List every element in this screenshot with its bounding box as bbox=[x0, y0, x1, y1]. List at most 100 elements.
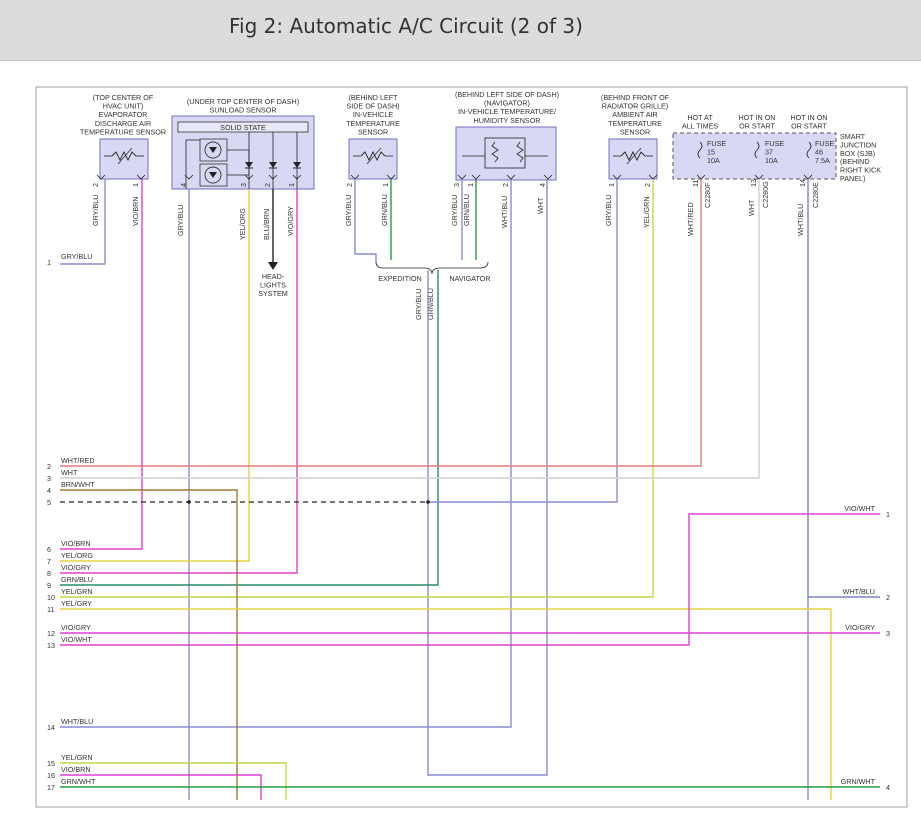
invehicle-pin-number: 1 bbox=[381, 183, 390, 187]
photodiode-symbol bbox=[209, 172, 217, 178]
vertical-wire-label: WHT/BLU bbox=[500, 196, 509, 228]
left-pin-number: 9 bbox=[47, 581, 51, 590]
title-bar: Fig 2: Automatic A/C Circuit (2 of 3) bbox=[0, 0, 921, 61]
sjb-caption: BOX (SJB) bbox=[840, 149, 875, 158]
left-wire-label: YEL/ORG bbox=[61, 551, 93, 560]
left-pin-number: 2 bbox=[47, 462, 51, 471]
solid-state-bar bbox=[177, 121, 309, 133]
left-wire-label: WHT/RED bbox=[61, 456, 95, 465]
vertical-wire-label: GRN/BLU bbox=[462, 194, 471, 226]
fuse-37-label: FUSE bbox=[765, 139, 784, 148]
sunload-pin-number: 1 bbox=[287, 183, 296, 187]
vertical-wire-label: WHT/RED bbox=[686, 202, 695, 236]
wire-gry-blu-exp bbox=[354, 179, 377, 262]
humidity-sensor-box bbox=[455, 126, 557, 181]
splice-dot bbox=[187, 500, 191, 504]
left-pin-number: 17 bbox=[47, 783, 55, 792]
sunload-pin-icon bbox=[244, 174, 254, 180]
left-wire-label: YEL/GRN bbox=[61, 753, 93, 762]
left-wire-label: VIO/BRN bbox=[61, 539, 91, 548]
evap-sensor-caption: (TOP CENTER OF bbox=[93, 93, 154, 102]
ambient-sensor-caption: TEMPERATURE bbox=[608, 119, 662, 128]
left-pin-number: 8 bbox=[47, 569, 51, 578]
vertical-wire-label: YEL/GRN bbox=[642, 196, 651, 228]
humidity-resistor-icon bbox=[516, 141, 524, 163]
wire-vio-gry-8 bbox=[60, 189, 298, 574]
photodiode-symbol bbox=[209, 147, 217, 153]
evap-sensor-caption: HVAC UNIT) bbox=[103, 102, 144, 111]
wire-grn-blu-9 bbox=[60, 270, 439, 586]
left-pin-number: 4 bbox=[47, 486, 51, 495]
humidity-pin-number: 3 bbox=[452, 183, 461, 187]
left-wire-label: YEL/GRN bbox=[61, 587, 93, 596]
wire-wht-blu-r2 bbox=[807, 179, 880, 598]
fuse-15-icon bbox=[697, 141, 703, 159]
evap-pin-icon bbox=[136, 174, 146, 180]
humidity-sensor-caption: IN-VEHICLE TEMPERATURE/ bbox=[458, 107, 556, 116]
thermistor-arrow bbox=[366, 147, 382, 165]
left-pin-number: 5 bbox=[47, 498, 51, 507]
evap-sensor-box bbox=[99, 138, 149, 180]
hot-at-all-times-label: ALL TIMES bbox=[682, 122, 719, 131]
hot-in-on-label: HOT IN ON bbox=[738, 113, 775, 122]
vertical-wire-label: GRY/BLU bbox=[91, 195, 100, 226]
vertical-wire-label: GRN/BLU bbox=[426, 288, 435, 320]
invehicle-sensor-caption: IN-VEHICLE bbox=[353, 110, 394, 119]
hot-in-on-label: OR START bbox=[791, 122, 827, 131]
vertical-wire-label: GRY/BLU bbox=[344, 195, 353, 226]
wire-wht-red-2 bbox=[60, 179, 702, 467]
vertical-wire-label: VIO/GRY bbox=[286, 206, 295, 236]
sunload-sensor-caption: SUNLOAD SENSOR bbox=[209, 106, 276, 115]
vertical-wire-label: YEL/ORG bbox=[238, 208, 247, 240]
left-pin-number: 7 bbox=[47, 557, 51, 566]
invehicle-sensor-caption: (BEHIND LEFT bbox=[348, 93, 398, 102]
sjb-caption: PANEL) bbox=[840, 174, 865, 183]
sunload-pin-number: 4 bbox=[179, 183, 188, 187]
humidity-resistor-icon bbox=[491, 141, 499, 163]
headlights-arrow-icon bbox=[268, 262, 278, 270]
ambient-sensor-box bbox=[608, 138, 658, 180]
thermistor-arrow bbox=[626, 147, 642, 165]
photodiode-icon bbox=[204, 166, 222, 184]
ambient-sensor-caption: RADIATOR GRILLE) bbox=[602, 102, 668, 111]
sunload-pin-icon bbox=[292, 174, 302, 180]
evap-pin-number: 2 bbox=[91, 183, 100, 187]
page-title: Fig 2: Automatic A/C Circuit (2 of 3) bbox=[229, 14, 583, 38]
left-wire-label: GRN/BLU bbox=[61, 575, 93, 584]
sunload-sensor-caption: (UNDER TOP CENTER OF DASH) bbox=[187, 97, 299, 106]
humidity-pin-number: 2 bbox=[501, 183, 510, 187]
hot-at-all-times-label: HOT AT bbox=[687, 113, 713, 122]
humidity-sensor-caption: HUMIDITY SENSOR bbox=[474, 116, 541, 125]
wire-wht-blu-14 bbox=[60, 180, 512, 728]
fuse-37-label: 37 bbox=[765, 148, 773, 157]
evap-pin-icon bbox=[96, 174, 106, 180]
sjb-caption: JUNCTION bbox=[840, 140, 876, 149]
humidity-pin-number: 1 bbox=[466, 183, 475, 187]
wire-yel-gry-11 bbox=[60, 608, 832, 800]
wire-vio-wht-13 bbox=[60, 513, 880, 646]
left-pin-number: 14 bbox=[47, 723, 55, 732]
vertical-wire-label: WHT bbox=[747, 199, 756, 216]
wire-yel-org-7 bbox=[60, 189, 250, 562]
vehicle-brace bbox=[375, 261, 489, 275]
fuse-46-label: 7.5A bbox=[815, 156, 830, 165]
fuse-15-label: 10A bbox=[707, 156, 720, 165]
left-pin-number: 10 bbox=[47, 593, 55, 602]
right-wire-label: GRN/WHT bbox=[841, 777, 876, 786]
sjb-pin-number: 11 bbox=[691, 180, 700, 187]
sunload-pin-icon bbox=[184, 174, 194, 180]
left-wire-label: WHT/BLU bbox=[61, 717, 93, 726]
navigator-label: NAVIGATOR bbox=[449, 274, 490, 283]
left-pin-number: 16 bbox=[47, 771, 55, 780]
headlights-system-label: LIGHTS bbox=[260, 281, 286, 290]
humidity-element bbox=[484, 137, 526, 169]
fuse-37-label: 10A bbox=[765, 156, 778, 165]
splice-dot bbox=[426, 500, 430, 504]
ambient-pin-number: 1 bbox=[607, 183, 616, 187]
sjb-caption: (BEHIND bbox=[840, 157, 870, 166]
wire-wht-3 bbox=[60, 179, 760, 479]
right-pin-number: 3 bbox=[886, 629, 890, 638]
wire-vio-brn-16 bbox=[60, 774, 262, 800]
invehicle-sensor-caption: TEMPERATURE bbox=[346, 119, 400, 128]
headlights-system-label: HEAD- bbox=[262, 272, 285, 281]
